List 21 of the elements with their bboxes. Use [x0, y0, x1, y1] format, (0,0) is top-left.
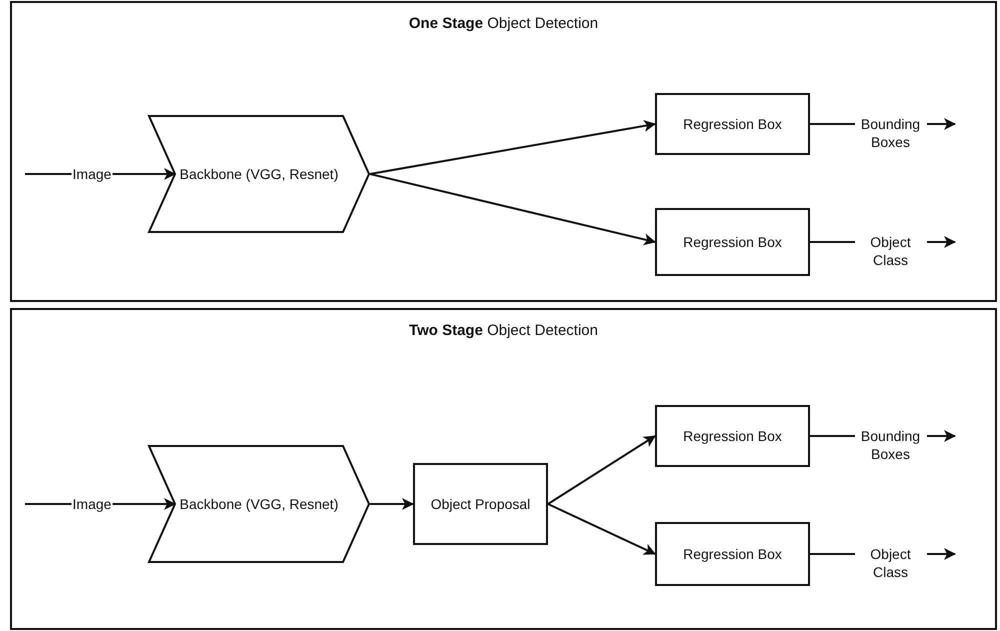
node-label: Regression Box	[682, 232, 783, 252]
node-label: Regression Box	[682, 426, 783, 446]
process-box	[655, 208, 810, 276]
arrow	[548, 503, 656, 555]
panel-title: One Stage Object Detection	[408, 15, 598, 32]
arrow	[547, 435, 656, 505]
arrow	[370, 120, 656, 175]
arrow	[370, 173, 656, 246]
panel-frame	[10, 1, 997, 302]
process-box	[655, 93, 810, 155]
node-label: Regression Box	[682, 114, 783, 134]
panel-title: Two Stage Object Detection	[409, 322, 598, 339]
node-label: Backbone (VGG, Resnet)	[178, 164, 340, 184]
arrow	[370, 498, 414, 510]
process-box	[655, 522, 810, 586]
process-box	[413, 463, 548, 545]
process-box	[655, 405, 810, 467]
node-label: Backbone (VGG, Resnet)	[178, 494, 340, 514]
panel-frame	[10, 308, 997, 630]
node-label: Regression Box	[682, 544, 783, 564]
node-label: Object Proposal	[430, 494, 532, 514]
